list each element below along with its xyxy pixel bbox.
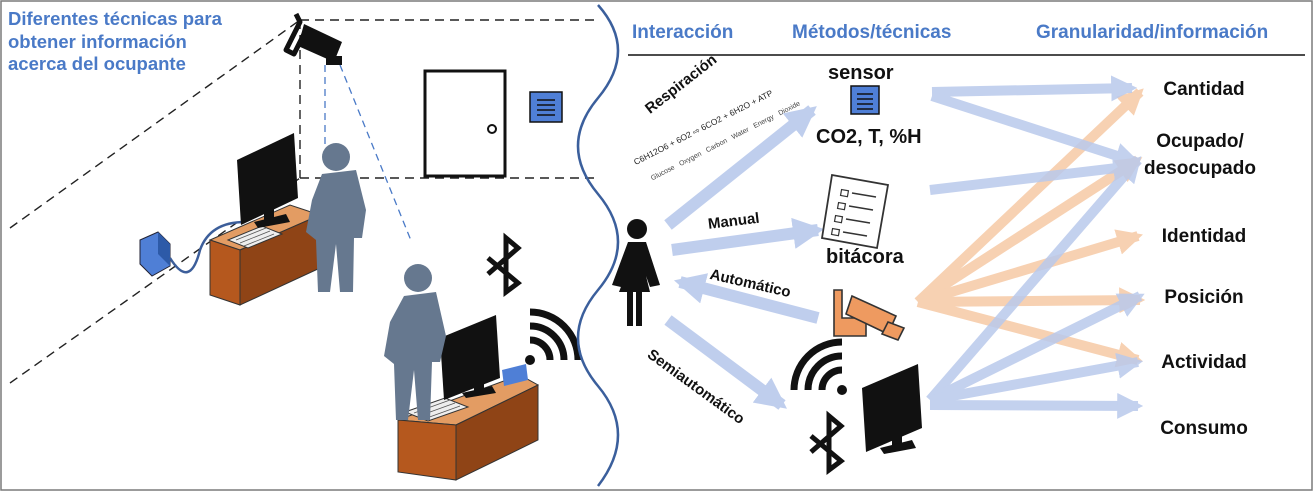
output-ocupado: Ocupado/ desocupado [1144, 131, 1256, 179]
output-identidad: Identidad [1161, 226, 1247, 247]
camera-icon [833, 289, 906, 342]
sensor-variables: CO2, T, %H [816, 126, 922, 148]
output-consumo: Consumo [1160, 418, 1248, 439]
sensor-icon [850, 85, 880, 115]
wavy-divider [576, 4, 620, 487]
woman-icon [612, 219, 660, 326]
column-header-methods: Métodos/técnicas [792, 22, 952, 43]
output-posicion: Posición [1164, 287, 1244, 308]
keyboard [226, 225, 284, 249]
logbook-icon [820, 173, 890, 250]
power-plug [139, 220, 246, 277]
person-icon [306, 143, 366, 292]
camera-icon [283, 12, 342, 65]
column-header-interaction: Interacción [632, 22, 734, 43]
bluetooth-icon [809, 410, 846, 475]
camera-view-lines [324, 64, 413, 244]
intro-text: Diferentes técnicas para obtener informa… [8, 8, 222, 74]
output-actividad: Actividad [1161, 352, 1247, 373]
monitor-icon [237, 133, 298, 228]
door-icon [423, 69, 507, 178]
column-header-granularity: Granularidad/información [1036, 22, 1269, 43]
wifi-icon [525, 308, 582, 365]
person-icon [384, 264, 446, 420]
wifi-icon [790, 338, 847, 395]
method-output-arrows [926, 75, 1145, 419]
logbook-label: bitácora [826, 246, 904, 268]
monitor-icon [440, 315, 528, 400]
monitor-icon [862, 364, 922, 454]
interaction-arrows [664, 105, 825, 410]
bluetooth-icon [486, 232, 523, 297]
output-cantidad: Cantidad [1163, 79, 1245, 100]
sensor-title: sensor [828, 62, 894, 84]
camera-output-arrows [914, 88, 1146, 368]
sensor-icon [529, 91, 563, 123]
